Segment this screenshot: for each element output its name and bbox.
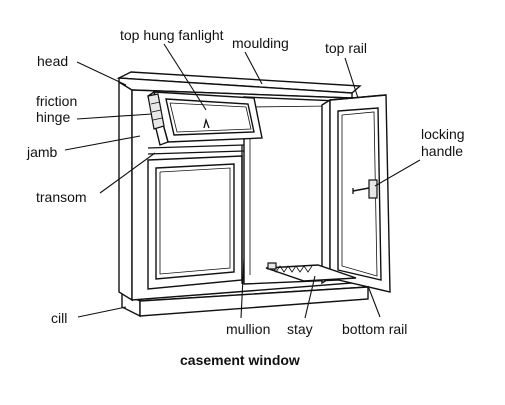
label-locking-handle-line2: handle	[421, 143, 463, 159]
leader-friction-hinge	[76, 113, 153, 120]
diagram-title: casement window	[180, 352, 300, 368]
label-bottom-rail: bottom rail	[342, 321, 407, 337]
leader-mullion	[240, 257, 245, 319]
leader-top-hung-fanlight	[163, 43, 207, 111]
frame-left-side	[118, 80, 133, 302]
window-illustration	[116, 71, 391, 318]
leader-moulding	[244, 51, 263, 85]
fanlight-shape	[147, 90, 263, 146]
label-head: head	[37, 53, 68, 69]
leader-transom	[99, 152, 156, 194]
leader-lines	[64, 43, 421, 319]
labels: head top hung fanlight moulding top rail…	[26, 27, 465, 337]
leader-cill	[77, 306, 127, 318]
leader-locking-handle	[374, 159, 421, 187]
label-transom: transom	[36, 189, 87, 205]
leader-bottom-rail	[367, 285, 381, 318]
label-friction-hinge-line2: hinge	[36, 109, 70, 125]
frame-front	[131, 89, 353, 301]
friction-hinge-shape	[147, 93, 165, 130]
leader-jamb	[64, 135, 141, 151]
stay-shape	[265, 262, 357, 282]
label-cill: cill	[51, 310, 67, 326]
label-top-hung-fanlight: top hung fanlight	[120, 27, 224, 43]
casement-sash-shape	[321, 94, 391, 293]
leader-stay	[304, 275, 316, 319]
label-jamb: jamb	[26, 144, 58, 160]
leader-head	[76, 61, 127, 86]
label-top-rail: top rail	[325, 40, 367, 56]
label-mullion: mullion	[226, 321, 270, 337]
label-stay: stay	[287, 321, 313, 337]
label-friction-hinge-line1: friction	[36, 93, 77, 109]
leader-top-rail	[344, 57, 359, 99]
label-locking-handle-line1: locking	[421, 126, 465, 142]
label-moulding: moulding	[232, 35, 289, 51]
